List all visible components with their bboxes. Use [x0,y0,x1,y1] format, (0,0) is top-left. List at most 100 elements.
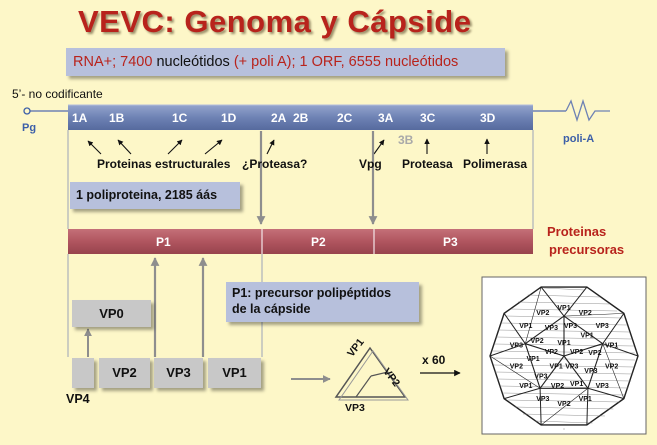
gene-1B: 1B [109,111,125,125]
capsid-texture-line [493,357,635,361]
capsid-face-label: VP1 [526,356,539,363]
capsid-edge [602,343,625,399]
gene-1A: 1A [72,111,88,125]
precursor-P3: P3 [443,235,458,249]
capsid-edge [587,387,625,400]
capsid-texture-line [523,413,605,417]
genome-summary-rna: RNA+; 7400 [73,54,157,70]
capsid-edge [539,388,542,425]
capsid-face-label: VP2 [536,310,549,317]
capsid-edge [563,315,604,345]
capsid-face-label: VP2 [510,364,523,371]
capsid-face-label: VP2 [557,401,570,408]
label-vpg: Vpg [359,157,382,171]
capsid-face-label: VP1 [519,383,532,390]
precursor-P2: P2 [311,235,326,249]
capsid-icosahedron: VP1VP2VP3VP1VP2VP3VP1VP2VP3VP1VP2VP3VP1V… [489,286,639,430]
label-structural-proteins: Proteinas estructurales [97,157,231,171]
capsid-face-label: VP3 [565,364,578,371]
arrow-structural-2 [117,139,132,155]
capsid-face-label: VP3 [564,323,577,330]
capsid-texture-line [535,420,593,424]
capsid-texture-line [508,399,620,403]
capsid-face-label: VP1 [519,323,532,330]
capsid-face-label: VP1 [579,396,592,403]
capsid-texture-line [494,371,634,375]
capsid-face-label: VP3 [545,325,558,332]
vp0-box: VP0 [72,300,151,327]
page-title: VEVC: Genoma y Cápside [78,4,472,39]
gene-1C: 1C [172,111,188,125]
gene-2C: 2C [337,111,353,125]
capsid-face-label: VP2 [588,350,601,357]
gene-3A: 3A [378,111,394,125]
capsid-face-label: VP1 [580,333,593,340]
capsid-face-label: VP3 [584,368,597,375]
triangle-vp3: VP3 [345,402,365,414]
arrow-protease-q [266,139,275,155]
capsid-edge [489,343,526,357]
noncoding-label: 5’- no codificante [12,87,103,101]
capsid-edge [539,355,565,389]
times-60-label: x 60 [422,353,446,367]
capsid-edge [563,355,589,389]
capsid-face-label: VP3 [596,323,609,330]
capsid-edge [503,387,541,400]
capsid-edge [602,343,639,357]
vp2-box: VP2 [99,358,150,388]
vp4-label: VP4 [66,392,90,406]
capsid-edge [525,286,542,344]
polyA-label: poli-A [563,133,595,145]
arrow-structural-4 [204,139,223,155]
p1-description-line-2: de la cápside [232,302,311,316]
capsid-face-label: VP3 [534,373,547,380]
capsid-texture-line [543,287,585,291]
capsid-edge [587,343,604,389]
capsid-edge [540,388,589,426]
capsid-texture-line [510,308,618,312]
capsid-edge [602,313,625,344]
capsid-edge [524,315,565,345]
capsid-edge [586,388,589,425]
capsid-face-label: VP2 [605,364,618,371]
polyA-zigzag [565,98,610,123]
p1-description-line-1: P1: precursor polipéptidos [232,286,392,300]
capsid-edge [563,313,624,317]
capsid-edge [563,286,588,317]
arrow-structural-3 [167,139,183,155]
capsid-edge [540,286,565,317]
capsid-edge [489,355,541,389]
gene-1D: 1D [221,111,237,125]
capsid-face-label: VP3 [596,383,609,390]
genome-summary-nucleotides: nucleótidos [156,54,230,70]
arrow-structural-1 [87,140,102,155]
precursor-proteins-label-2: precursoras [549,242,625,257]
capsid-face-label: VP1 [557,305,570,312]
gene-3D: 3D [480,111,496,125]
vp1-box: VP1 [208,358,261,388]
capsid-texture-line [496,378,632,382]
polyprotein-box: 1 poliproteina, 2185 áás [70,182,240,209]
precursor-bar [68,229,533,254]
arrow-vpg [373,139,385,155]
capsid-edge [525,343,565,357]
p1-description-box: P1: precursor polipéptidos de la cápside [226,282,419,322]
capsid-face-label: VP2 [570,349,583,356]
vp4-box [72,358,94,388]
gene-3B: 3B [398,133,414,147]
genome-summary-box: RNA+; 7400 nucleótidos (+ poli A); 1 ORF… [66,48,505,76]
capsid-face-label: VP1 [605,342,618,349]
capsid-face-label: VP1 [557,340,570,347]
genome-summary-orf: (+ poli A); 1 ORF, 6555 nucleótidos [229,54,459,70]
gene-2B: 2B [293,111,309,125]
gene-2A: 2A [271,111,287,125]
precursor-proteins-label-1: Proteinas [547,224,607,239]
capsid-face-label: VP3 [536,396,549,403]
genome-bar [68,105,533,130]
capsid-texture-line [514,406,614,410]
gene-3C: 3C [420,111,436,125]
capsid-texture-line [493,364,635,368]
vp3-box: VP3 [154,358,203,388]
capsid-face-label: VP2 [551,383,564,390]
